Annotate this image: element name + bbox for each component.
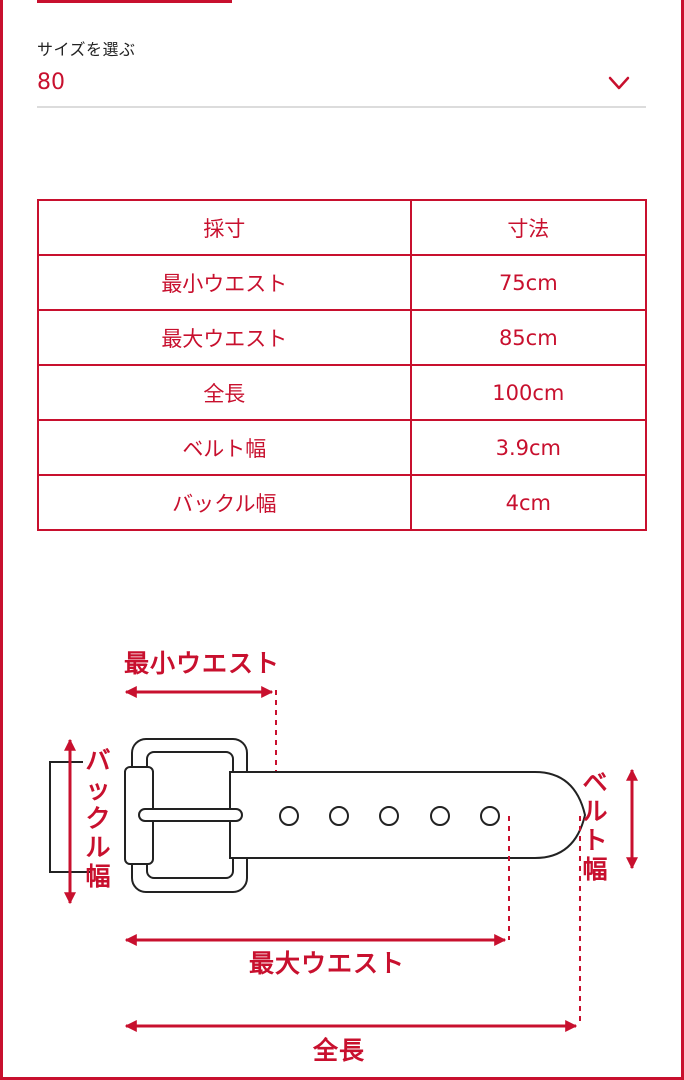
label-char: バ (85, 746, 111, 775)
belt-illustration (49, 686, 638, 1032)
row-value: 3.9cm (409, 419, 648, 476)
row-label: 全長 (37, 364, 412, 421)
row-value: 100cm (409, 364, 648, 421)
table-row: ベルト幅 3.9cm (37, 419, 648, 476)
label-char: ル (85, 833, 111, 862)
table-row: バックル幅 4cm (37, 474, 648, 531)
size-selected-value: 80 (37, 70, 65, 95)
row-label: ベルト幅 (37, 419, 412, 476)
label-char: 幅 (85, 862, 111, 891)
row-label: 最小ウエスト (37, 254, 412, 311)
row-value: 75cm (409, 254, 648, 311)
table-row: 最大ウエスト 85cm (37, 309, 648, 366)
size-spec-table: 採寸 寸法 最小ウエスト 75cm 最大ウエスト 85cm 全長 100cm ベ… (37, 199, 648, 531)
header-dimension: 寸法 (409, 199, 648, 256)
table-row: 最小ウエスト 75cm (37, 254, 648, 311)
label-char: 幅 (582, 855, 608, 884)
label-buckle-width: バ ッ ク ル 幅 (84, 746, 112, 891)
table-row: 全長 100cm (37, 364, 648, 421)
belt-measurement-diagram: 最小ウエスト 最大ウエスト 全長 バ ッ ク ル 幅 ベ ル ト 幅 (0, 620, 684, 1080)
label-char: ベ (582, 768, 608, 797)
size-select-dropdown[interactable]: 80 (37, 62, 646, 108)
row-value: 4cm (409, 474, 648, 531)
chevron-down-icon[interactable] (608, 72, 630, 94)
size-selector-label: サイズを選ぶ (37, 40, 136, 59)
label-total-length: 全長 (313, 1036, 366, 1065)
label-char: ト (582, 826, 608, 855)
row-label: バックル幅 (37, 474, 412, 531)
active-tab-indicator (37, 0, 232, 3)
label-max-waist: 最大ウエスト (249, 949, 406, 978)
header-measurement: 採寸 (37, 199, 412, 256)
label-char: ク (85, 804, 111, 833)
label-min-waist: 最小ウエスト (124, 649, 281, 678)
label-char: ッ (85, 775, 111, 804)
row-value: 85cm (409, 309, 648, 366)
table-header-row: 採寸 寸法 (37, 199, 648, 256)
label-belt-width: ベ ル ト 幅 (581, 768, 609, 884)
row-label: 最大ウエスト (37, 309, 412, 366)
label-char: ル (582, 797, 608, 826)
